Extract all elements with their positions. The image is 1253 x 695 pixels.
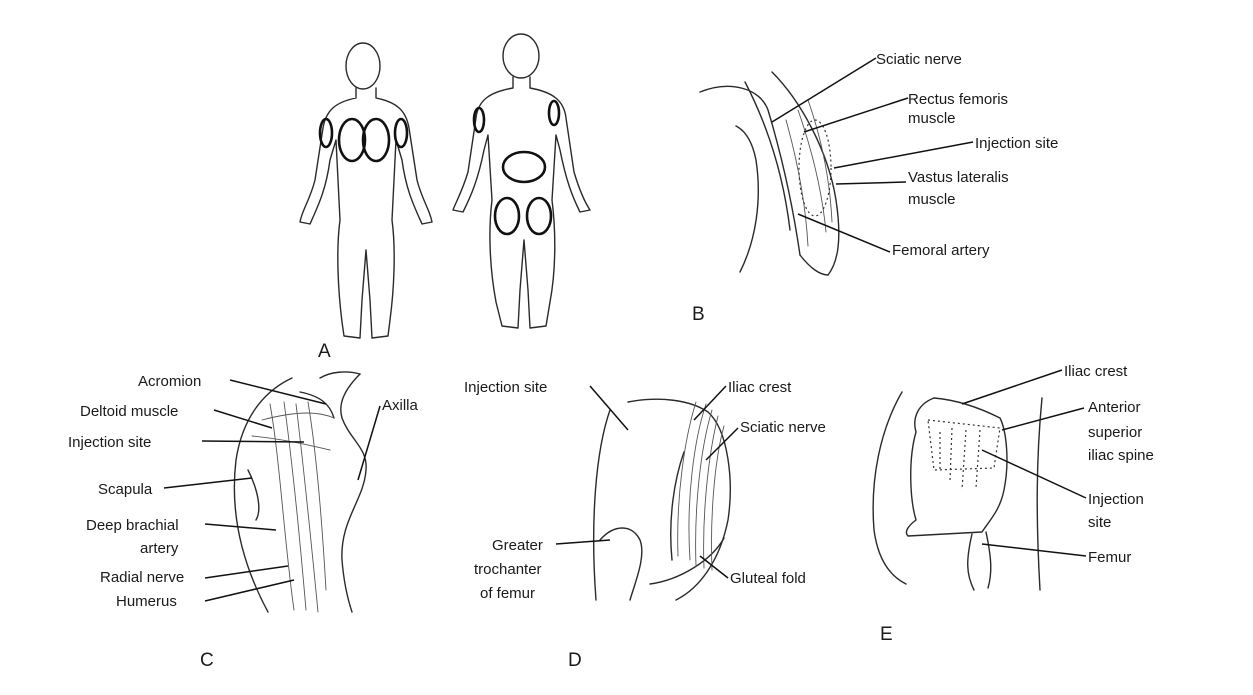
panel-label-a: A bbox=[318, 341, 331, 362]
panel-c: Acromion Deltoid muscle Injection site S… bbox=[68, 372, 419, 671]
label-femoral-artery: Femoral artery bbox=[892, 242, 990, 259]
label-axilla: Axilla bbox=[382, 397, 419, 414]
injection-site-front-right-arm bbox=[549, 101, 559, 125]
label-greater-trochanter-line1: Greater bbox=[492, 537, 543, 554]
hip-drawing bbox=[594, 399, 731, 600]
panel-label-c: C bbox=[200, 650, 214, 671]
label-deep-brachial-line1: Deep brachial bbox=[86, 517, 179, 534]
label-anterior-line2: superior bbox=[1088, 424, 1142, 441]
label-greater-trochanter-line2: trochanter bbox=[474, 561, 542, 578]
label-vastus-lateralis-line1: Vastus lateralis bbox=[908, 169, 1009, 186]
label-sciatic-nerve: Sciatic nerve bbox=[876, 51, 962, 68]
panel-label-e: E bbox=[880, 624, 893, 645]
thigh-drawing bbox=[700, 72, 839, 275]
shoulder-drawing bbox=[234, 372, 366, 612]
label-injection-line2: site bbox=[1088, 514, 1111, 531]
label-injection-site: Injection site bbox=[68, 434, 151, 451]
injection-site-back-upper-left bbox=[339, 119, 365, 161]
label-injection-site: Injection site bbox=[975, 135, 1058, 152]
figure-back-view bbox=[300, 43, 432, 338]
panel-e: Iliac crest Anterior superior iliac spin… bbox=[873, 363, 1154, 645]
panel-label-d: D bbox=[568, 650, 582, 671]
label-rectus-femoris-line2: muscle bbox=[908, 110, 956, 127]
label-radial-nerve: Radial nerve bbox=[100, 569, 184, 586]
label-rectus-femoris-line1: Rectus femoris bbox=[908, 91, 1008, 108]
injection-site-area bbox=[928, 420, 1000, 470]
injection-site-back-upper-right bbox=[363, 119, 389, 161]
label-humerus: Humerus bbox=[116, 593, 177, 610]
label-vastus-lateralis-line2: muscle bbox=[908, 191, 956, 208]
panel-label-b: B bbox=[692, 304, 705, 325]
label-deltoid-muscle: Deltoid muscle bbox=[80, 403, 178, 420]
label-femur: Femur bbox=[1088, 549, 1131, 566]
pelvis-drawing bbox=[873, 392, 1042, 590]
label-scapula: Scapula bbox=[98, 481, 153, 498]
injection-site-left-thigh bbox=[495, 198, 519, 234]
label-sciatic-nerve: Sciatic nerve bbox=[740, 419, 826, 436]
label-acromion: Acromion bbox=[138, 373, 201, 390]
injection-site-back-right-arm bbox=[395, 119, 407, 147]
injection-site-right-thigh bbox=[527, 198, 551, 234]
label-deep-brachial-line2: artery bbox=[140, 540, 179, 557]
injection-site-abdomen bbox=[503, 152, 545, 182]
label-greater-trochanter-line3: of femur bbox=[480, 585, 535, 602]
label-gluteal-fold: Gluteal fold bbox=[730, 570, 806, 587]
panel-b: Sciatic nerve Rectus femoris muscle Inje… bbox=[692, 51, 1058, 325]
label-iliac-crest: Iliac crest bbox=[728, 379, 792, 396]
label-injection-site: Injection site bbox=[464, 379, 547, 396]
panel-d: Injection site Iliac crest Sciatic nerve… bbox=[464, 379, 826, 671]
label-anterior-line1: Anterior bbox=[1088, 399, 1141, 416]
label-anterior-line3: iliac spine bbox=[1088, 447, 1154, 464]
label-injection-line1: Injection bbox=[1088, 491, 1144, 508]
panel-a: A bbox=[300, 34, 590, 362]
label-iliac-crest: Iliac crest bbox=[1064, 363, 1128, 380]
